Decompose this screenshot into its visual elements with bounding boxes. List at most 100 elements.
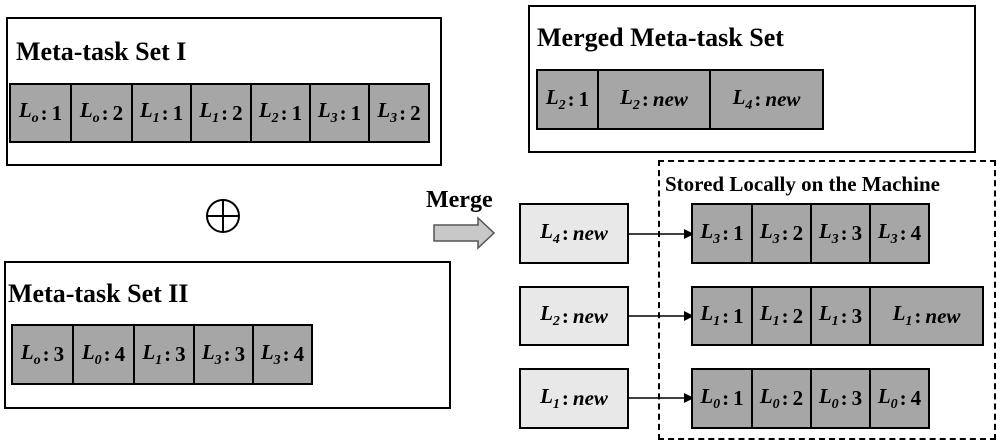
- meta-task-cell: L0:1: [691, 368, 753, 429]
- meta-task-cell: L0:4: [869, 368, 930, 429]
- task-label: L3: [317, 98, 338, 127]
- task-value: new: [572, 386, 608, 410]
- stored-locally-region: [658, 160, 996, 440]
- meta-task-cell: L1:3: [133, 324, 195, 385]
- task-value: 4: [910, 386, 922, 410]
- task-value: 3: [175, 342, 186, 366]
- task-label: L3: [818, 218, 839, 248]
- task-label: L0: [877, 383, 898, 413]
- task-label: L2: [258, 98, 279, 127]
- row-1-new-box: L4:new: [519, 203, 629, 264]
- meta-task-cell: L3:3: [810, 203, 871, 264]
- meta-task-cell: L3:2: [751, 203, 812, 264]
- meta-task-cell: L0:3: [810, 368, 871, 429]
- task-label: L3: [260, 339, 281, 369]
- row-2-connector: [629, 311, 694, 321]
- task-value: new: [572, 221, 608, 245]
- task-label: L3: [201, 339, 222, 369]
- task-value: new: [925, 303, 961, 328]
- meta-task-cell: Lo:2: [70, 83, 133, 143]
- meta-task-cell: L3:2: [368, 83, 430, 143]
- task-label: L3: [877, 218, 898, 248]
- meta-task-set-2-title: Meta-task Set II: [8, 279, 189, 308]
- circle-plus-icon: [206, 199, 240, 233]
- task-value: 3: [234, 342, 246, 366]
- task-label: L0: [759, 383, 780, 413]
- task-value: 3: [851, 386, 863, 410]
- merge-arrow-icon: [433, 216, 496, 250]
- task-value: 1: [578, 87, 590, 111]
- meta-task-cell: L1:2: [751, 286, 812, 346]
- task-label: Lo: [20, 339, 41, 369]
- task-label: Lo: [18, 98, 39, 127]
- row-2-new-box: L2:new: [519, 286, 629, 346]
- task-label: L1: [142, 339, 163, 369]
- task-label: L4: [540, 218, 560, 248]
- task-value: 3: [851, 221, 863, 245]
- task-label: L2: [540, 301, 560, 330]
- task-label: L3: [377, 98, 398, 127]
- task-label: L0: [81, 339, 102, 369]
- meta-task-cell: L2:new: [597, 69, 711, 130]
- task-label: L1: [818, 301, 839, 330]
- task-label: Lo: [79, 98, 100, 127]
- task-value: 1: [350, 100, 362, 125]
- task-value: 3: [53, 342, 65, 366]
- meta-task-cell: L1:1: [131, 83, 192, 143]
- task-value: 1: [51, 100, 63, 125]
- task-value: 2: [410, 100, 421, 125]
- task-label: L1: [139, 98, 160, 127]
- meta-task-cell: Lo:3: [11, 324, 74, 385]
- task-value: 1: [733, 221, 744, 245]
- task-label: L0: [700, 383, 721, 413]
- task-label: L2: [620, 84, 640, 114]
- meta-task-cell: L1:1: [691, 286, 753, 346]
- meta-task-cell: L3:4: [869, 203, 930, 264]
- task-value: 2: [792, 386, 804, 410]
- row-3-new-box: L1:new: [519, 368, 629, 429]
- task-label: L4: [732, 84, 753, 114]
- task-value: 2: [232, 100, 243, 125]
- meta-task-cell: L0:2: [751, 368, 812, 429]
- task-value: new: [765, 87, 801, 111]
- task-label: L0: [818, 383, 839, 413]
- merged-meta-task-set-title: Merged Meta-task Set: [537, 23, 784, 52]
- task-label: L1: [892, 301, 913, 330]
- task-value: 1: [291, 100, 303, 125]
- task-value: 2: [792, 221, 804, 245]
- task-value: 4: [114, 342, 126, 366]
- task-label: L1: [700, 301, 721, 330]
- meta-task-cell: L2:1: [536, 69, 599, 130]
- merge-label: Merge: [426, 187, 493, 213]
- meta-task-cell: L3:1: [691, 203, 753, 264]
- meta-task-cell: L4:new: [709, 69, 824, 130]
- task-value: 2: [112, 100, 124, 125]
- meta-task-cell: L3:3: [193, 324, 254, 385]
- row-3-connector: [629, 393, 694, 403]
- task-value: 1: [733, 386, 744, 410]
- task-value: 4: [293, 342, 305, 366]
- meta-task-cell: L3:4: [252, 324, 313, 385]
- meta-task-set-1-title: Meta-task Set I: [16, 37, 187, 66]
- meta-task-cell: Lo:1: [9, 83, 72, 143]
- task-value: 2: [792, 303, 804, 328]
- task-value: new: [572, 303, 608, 328]
- task-value: 3: [851, 303, 863, 328]
- task-label: L1: [199, 98, 220, 127]
- meta-task-cell: L1:2: [190, 83, 252, 143]
- task-value: 1: [172, 100, 184, 125]
- task-value: new: [652, 87, 688, 111]
- task-label: L1: [540, 383, 560, 413]
- task-label: L2: [545, 84, 566, 114]
- task-label: L3: [759, 218, 780, 248]
